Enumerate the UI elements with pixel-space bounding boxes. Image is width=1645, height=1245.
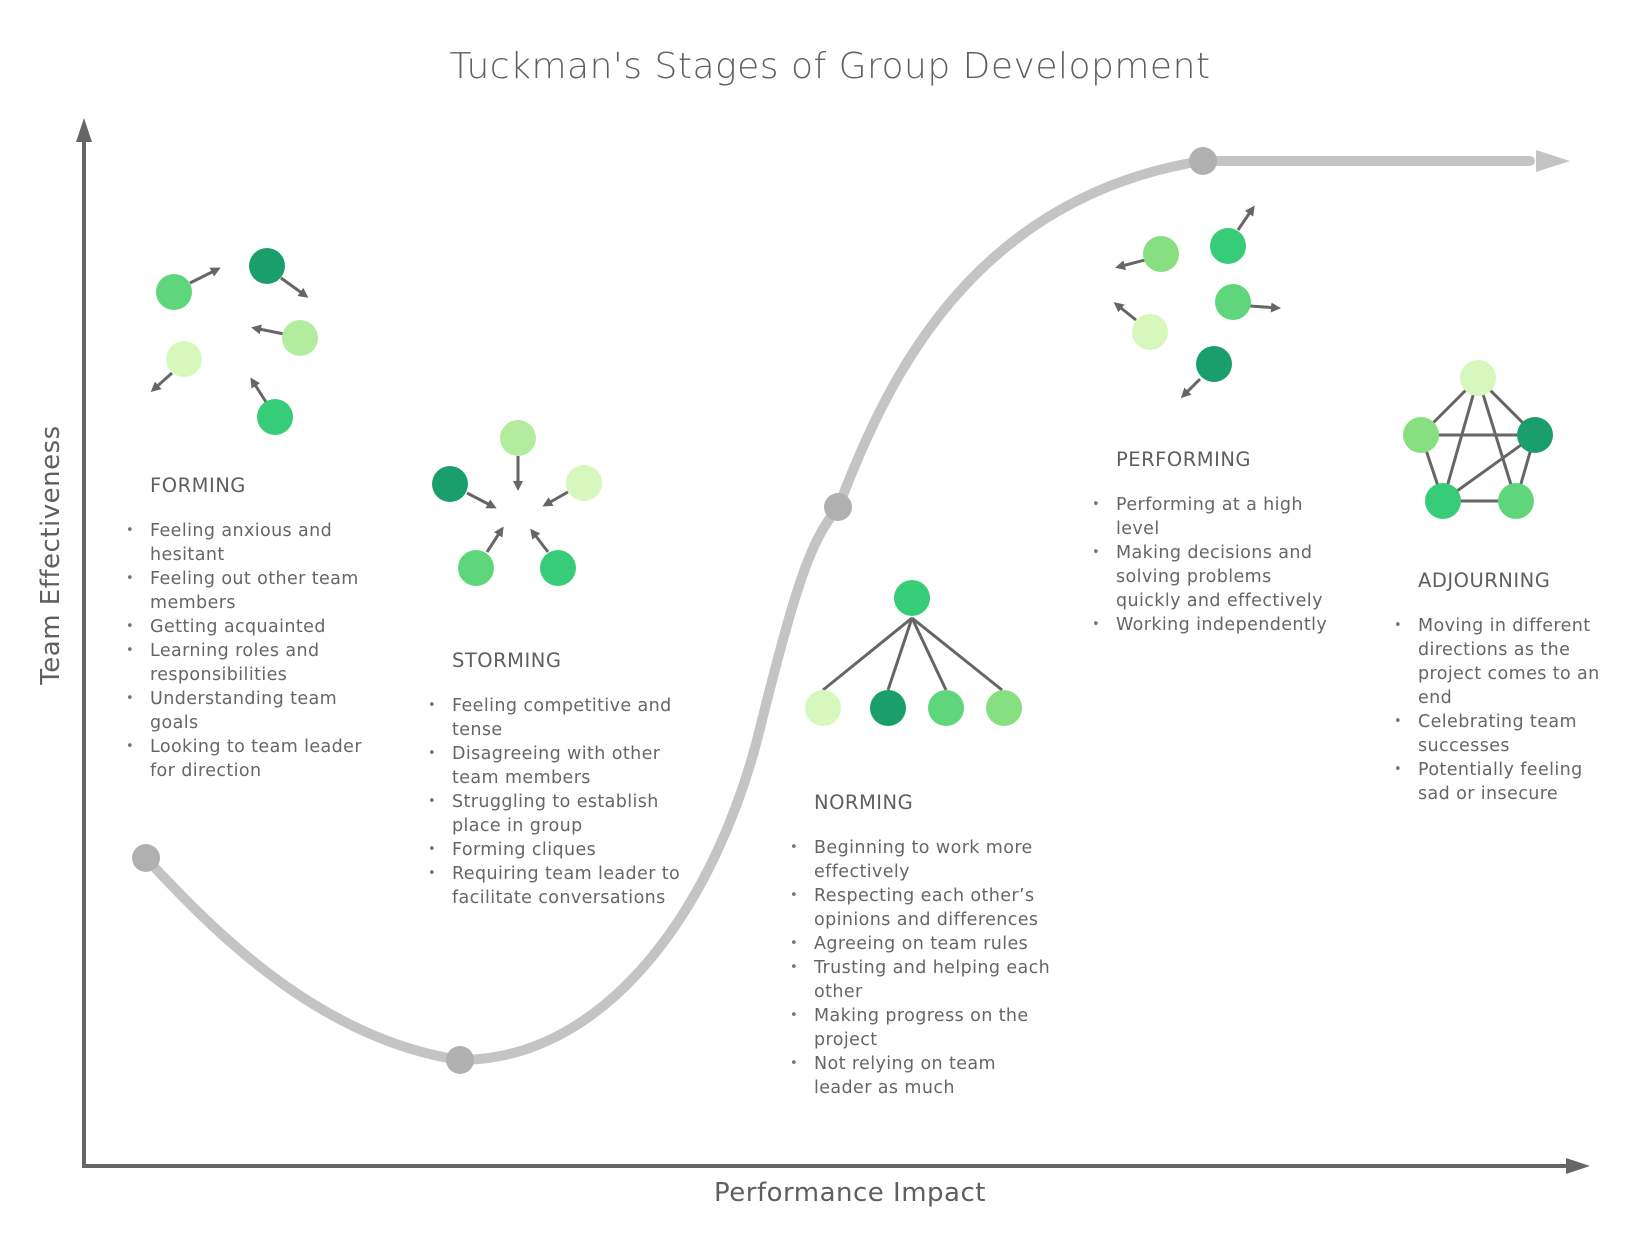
bullet-item: Requiring team leader to facilitate conv… xyxy=(428,862,682,910)
bullet-item: Potentially feeling sad or insecure xyxy=(1394,758,1618,806)
stage-performing: PERFORMING Performing at a high level Ma… xyxy=(1092,448,1341,637)
stage-adjourning: ADJOURNING Moving in different direction… xyxy=(1394,569,1618,806)
bullet-item: Understanding team goals xyxy=(126,687,380,735)
bullet-item: Celebrating team successes xyxy=(1394,710,1618,758)
fully-connected-network-icon xyxy=(1403,360,1553,519)
stage-title: STORMING xyxy=(452,649,562,672)
members-converging-arrows-icon xyxy=(432,420,602,586)
stage-bullets: Beginning to work more effectively Respe… xyxy=(790,836,1059,1100)
x-axis-label: Performance Impact xyxy=(714,1178,986,1208)
stage-bullets: Moving in different directions as the pr… xyxy=(1394,614,1618,806)
bullet-item: Agreeing on team rules xyxy=(790,932,1059,956)
bullet-item: Feeling out other team members xyxy=(126,567,380,615)
bullet-item: Not relying on team leader as much xyxy=(790,1052,1059,1100)
curve-arrowhead-icon xyxy=(1536,150,1570,172)
stage-bullets: Performing at a high level Making decisi… xyxy=(1092,493,1341,637)
stage-title: NORMING xyxy=(814,791,914,814)
stage-forming: FORMING Feeling anxious and hesitant Fee… xyxy=(126,474,380,783)
independent-members-outward-arrows-icon xyxy=(1113,205,1281,399)
bullet-item: Feeling competitive and tense xyxy=(428,694,682,742)
curve-node-storming-low xyxy=(446,1046,474,1074)
bullet-item: Respecting each other’s opinions and dif… xyxy=(790,884,1059,932)
scattered-members-outward-arrows-icon xyxy=(150,248,318,435)
bullet-item: Beginning to work more effectively xyxy=(790,836,1059,884)
bullet-item: Getting acquainted xyxy=(126,615,380,639)
stage-title: FORMING xyxy=(150,474,246,497)
bullet-item: Disagreeing with other team members xyxy=(428,742,682,790)
bullet-item: Trusting and helping each other xyxy=(790,956,1059,1004)
bullet-item: Working independently xyxy=(1092,613,1341,637)
bullet-item: Moving in different directions as the pr… xyxy=(1394,614,1618,710)
stage-storming: STORMING Feeling competitive and tense D… xyxy=(428,649,682,910)
stage-title: ADJOURNING xyxy=(1418,569,1551,592)
bullet-item: Making decisions and solving problems qu… xyxy=(1092,541,1341,613)
y-axis-arrowhead-icon xyxy=(76,118,92,142)
bullet-item: Struggling to establish place in group xyxy=(428,790,682,838)
stage-norming: NORMING Beginning to work more effective… xyxy=(790,791,1059,1100)
bullet-item: Forming cliques xyxy=(428,838,682,862)
bullet-item: Looking to team leader for direction xyxy=(126,735,380,783)
y-axis-label: Team Effectiveness xyxy=(36,425,66,685)
stage-bullets: Feeling anxious and hesitant Feeling out… xyxy=(126,519,380,783)
bullet-item: Performing at a high level xyxy=(1092,493,1341,541)
curve-node-performing-high xyxy=(1189,147,1217,175)
bullet-item: Making progress on the project xyxy=(790,1004,1059,1052)
leader-hierarchy-tree-icon xyxy=(805,580,1022,726)
bullet-item: Learning roles and responsibilities xyxy=(126,639,380,687)
x-axis xyxy=(82,1158,1590,1174)
curve-node-forming-start xyxy=(132,844,160,872)
stage-bullets: Feeling competitive and tense Disagreein… xyxy=(428,694,682,910)
development-curve xyxy=(141,156,1535,1066)
curve-node-norming-mid xyxy=(824,493,852,521)
bullet-item: Feeling anxious and hesitant xyxy=(126,519,380,567)
diagram-title: Tuckman's Stages of Group Development xyxy=(449,46,1211,87)
stage-title: PERFORMING xyxy=(1116,448,1252,471)
x-axis-arrowhead-icon xyxy=(1566,1158,1590,1174)
y-axis xyxy=(76,118,92,1168)
